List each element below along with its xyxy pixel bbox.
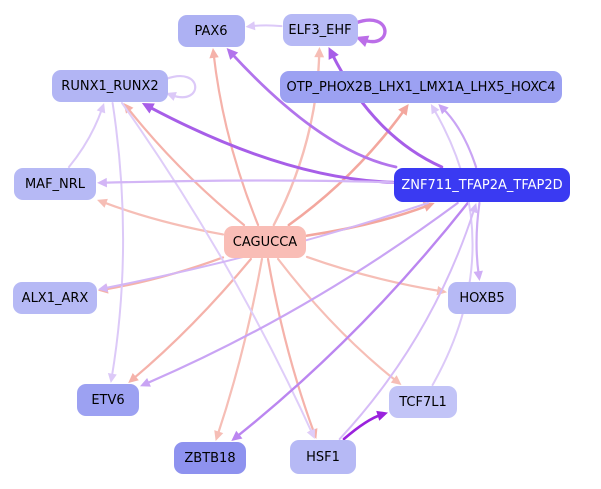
edge-ZNF711-ETV6 bbox=[140, 201, 459, 387]
edge-ELF3_EHF-PAX6 bbox=[245, 21, 283, 31]
edge-RUNX1_RUNX2-ETV6 bbox=[107, 102, 125, 383]
node-MAF_NRL[interactable]: MAF_NRL bbox=[14, 168, 96, 200]
node-ZBTB18[interactable]: ZBTB18 bbox=[174, 442, 246, 474]
node-OTP[interactable]: OTP_PHOX2B_LHX1_LMX1A_LHX5_HOXC4 bbox=[280, 71, 562, 103]
edge-TCF7L1-OTP bbox=[430, 104, 474, 386]
node-ALX1_ARX[interactable]: ALX1_ARX bbox=[13, 282, 97, 314]
edge-CAGUCCA-OTP bbox=[287, 104, 409, 227]
edge-CAGUCCA-ZBTB18 bbox=[214, 257, 264, 441]
edge-CAGUCCA-TCF7L1 bbox=[276, 257, 402, 385]
node-ELF3_EHF[interactable]: ELF3_EHF bbox=[282, 14, 358, 46]
edge-RUNX1_RUNX2-HSF1 bbox=[120, 102, 315, 439]
edge-ZNF711-OTP bbox=[438, 104, 478, 169]
edge-HSF1-ZNF711 bbox=[338, 203, 478, 440]
node-ETV6[interactable]: ETV6 bbox=[77, 384, 139, 416]
edge-MAF_NRL-RUNX1_RUNX2 bbox=[67, 103, 106, 168]
node-RUNX1_RUNX2[interactable]: RUNX1_RUNX2 bbox=[52, 70, 168, 102]
edge-ZNF711-ZBTB18 bbox=[231, 201, 469, 441]
node-PAX6[interactable]: PAX6 bbox=[177, 15, 245, 47]
node-CAGUCCA[interactable]: CAGUCCA bbox=[224, 226, 306, 258]
edge-ZNF711-MAF_NRL bbox=[97, 177, 395, 188]
edge-HSF1-TCF7L1 bbox=[342, 410, 388, 441]
node-TCF7L1[interactable]: TCF7L1 bbox=[389, 386, 457, 418]
edge-ZNF711-PAX6 bbox=[226, 48, 398, 169]
node-ZNF711[interactable]: ZNF711_TFAP2A_TFAP2D bbox=[394, 168, 570, 202]
edge-CAGUCCA-ETV6 bbox=[128, 257, 252, 383]
node-HSF1[interactable]: HSF1 bbox=[290, 440, 356, 474]
edge-CAGUCCA-PAX6 bbox=[209, 48, 260, 227]
node-HOXB5[interactable]: HOXB5 bbox=[448, 282, 516, 314]
edge-ZNF711-HOXB5 bbox=[473, 201, 483, 281]
edge-CAGUCCA-RUNX1_RUNX2 bbox=[123, 103, 246, 227]
edge-ELF3_EHF-ELF3_EHF bbox=[353, 18, 387, 48]
edge-CAGUCCA-MAF_NRL bbox=[97, 198, 225, 236]
edge-ZNF711-RUNX1_RUNX2 bbox=[141, 103, 395, 184]
edge-RUNX1_RUNX2-RUNX1_RUNX2 bbox=[164, 75, 197, 101]
